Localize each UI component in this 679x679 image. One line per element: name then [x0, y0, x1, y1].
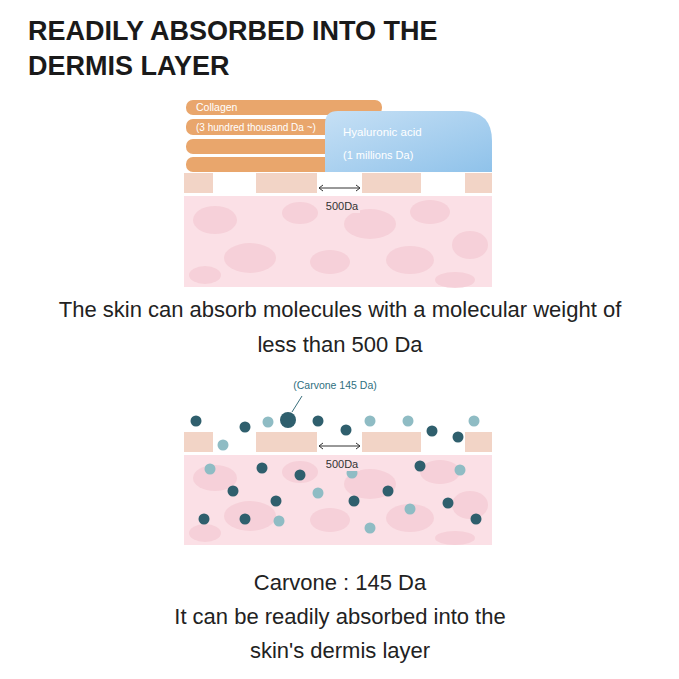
carvone-molecule — [349, 496, 360, 507]
hyaluronic-blob — [325, 111, 492, 172]
conclusion-text: It can be readily absorbed into the skin… — [145, 600, 535, 668]
dermis-layer — [184, 455, 492, 545]
carvone-molecule — [405, 504, 416, 515]
conclusion-heading: Carvone : 145 Da — [140, 566, 540, 600]
carvone-molecule — [257, 463, 268, 474]
gap-dimension: 500Da — [324, 200, 360, 213]
carvone-molecule — [471, 514, 482, 525]
node-title: Hyaluronic acid — [343, 126, 422, 139]
carvone-molecule — [271, 496, 282, 507]
dermis-cells — [189, 200, 488, 288]
carvone-molecule — [205, 464, 216, 475]
carvone-molecule — [365, 523, 376, 534]
leader-line — [292, 396, 302, 412]
carvone-molecule — [469, 416, 480, 427]
title: READILY ABSORBED INTO THE DERMIS LAYER — [28, 14, 448, 84]
molecule-label: (Carvone 145 Da) — [270, 379, 400, 392]
gap-arrow — [319, 443, 360, 449]
carvone-molecule — [341, 425, 352, 436]
carvone-molecule — [365, 416, 376, 427]
explanation: The skin can absorb molecules with a mol… — [40, 292, 640, 362]
gap-arrow — [319, 185, 360, 191]
carvone-molecule — [218, 440, 229, 451]
carvone-molecule — [443, 498, 454, 509]
node-title: Collagen — [196, 101, 237, 114]
carvone-molecule — [313, 416, 324, 427]
carvone-molecule — [455, 465, 466, 476]
epidermis-cells — [184, 432, 492, 452]
carvone-molecule — [403, 416, 414, 427]
carvone-molecule — [228, 486, 239, 497]
carvone-molecule — [263, 417, 274, 428]
carvone-molecule — [199, 514, 210, 525]
carvone-molecule — [280, 412, 296, 428]
dermis-cells — [189, 460, 488, 545]
carvone-molecule — [427, 426, 438, 437]
carvone-molecule — [240, 422, 251, 433]
carvone-molecule — [295, 470, 306, 481]
node-subtitle: (1 millions Da) — [343, 149, 413, 162]
collagen-band: Collagen (3 hundred thousand Da ~) — [186, 100, 326, 172]
carvone-molecule — [240, 514, 251, 525]
carvone-molecule — [313, 488, 324, 499]
carvone-molecule — [274, 516, 285, 527]
dermis-layer — [184, 196, 492, 287]
carvone-molecule — [383, 486, 394, 497]
gap-dimension: 500Da — [324, 458, 360, 471]
node-subtitle: (3 hundred thousand Da ~) — [196, 121, 316, 134]
carvone-molecules — [191, 416, 482, 534]
hyaluronic-blob: Hyaluronic acid (1 millions Da) — [325, 111, 492, 172]
carvone-molecule — [191, 416, 202, 427]
epidermis-cells — [184, 173, 492, 193]
carvone-molecule — [453, 432, 464, 443]
carvone-molecule — [415, 461, 426, 472]
